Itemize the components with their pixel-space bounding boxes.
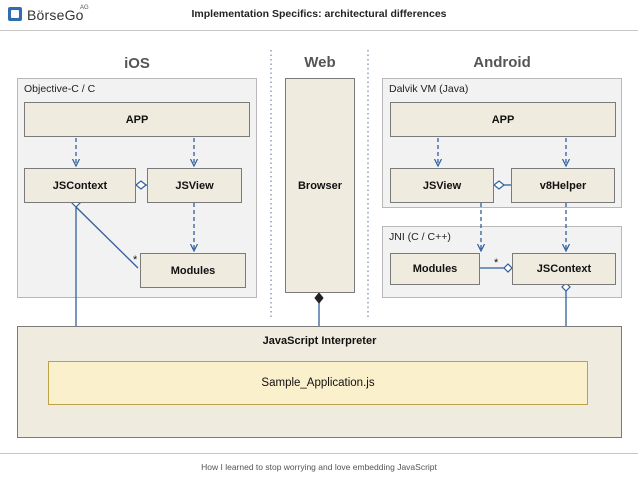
- ios-package-label: Objective-C / C: [24, 83, 96, 95]
- jni-package-label: JNI (C / C++): [389, 231, 451, 243]
- android-modules-box: Modules: [390, 253, 480, 285]
- android-jscontext-box: JSContext: [512, 253, 616, 285]
- web-heading: Web: [304, 54, 336, 71]
- logo-mark-icon: [8, 7, 22, 21]
- logo-text: BörseGo: [27, 7, 84, 23]
- sample-application: Sample_Application.js: [48, 361, 588, 405]
- ios-app-box: APP: [24, 102, 250, 137]
- android-app-box: APP: [390, 102, 616, 137]
- footer-divider: [0, 453, 638, 454]
- slide-title: Implementation Specifics: architectural …: [191, 8, 447, 20]
- browser-box: Browser: [285, 78, 355, 293]
- footer-text: How I learned to stop worrying and love …: [201, 462, 437, 472]
- ios-multiplicity: *: [133, 254, 138, 266]
- ios-jsview-box: JSView: [147, 168, 242, 203]
- ios-heading: iOS: [124, 55, 150, 72]
- android-jsview-diamond: [493, 180, 505, 190]
- android-jsview-box: JSView: [390, 168, 494, 203]
- logo-trademark: AG: [80, 5, 89, 11]
- ios-jsview-diamond: [135, 180, 147, 190]
- javascript-interpreter-label: JavaScript Interpreter: [262, 335, 377, 347]
- android-interpreter-diamond: [561, 282, 571, 292]
- ios-modules-box: Modules: [140, 253, 246, 288]
- android-multiplicity: *: [494, 257, 499, 269]
- ios-jscontext-modules-link: [75, 206, 139, 269]
- header-divider: [0, 30, 638, 31]
- android-heading: Android: [473, 54, 531, 71]
- ios-jscontext-box: JSContext: [24, 168, 136, 203]
- android-v8helper-box: v8Helper: [511, 168, 615, 203]
- borsego-logo: BörseGo AG: [8, 5, 89, 25]
- android-jscontext-diamond: [503, 263, 513, 273]
- dalvik-package-label: Dalvik VM (Java): [389, 83, 469, 95]
- browser-composition-diamond: [314, 292, 324, 304]
